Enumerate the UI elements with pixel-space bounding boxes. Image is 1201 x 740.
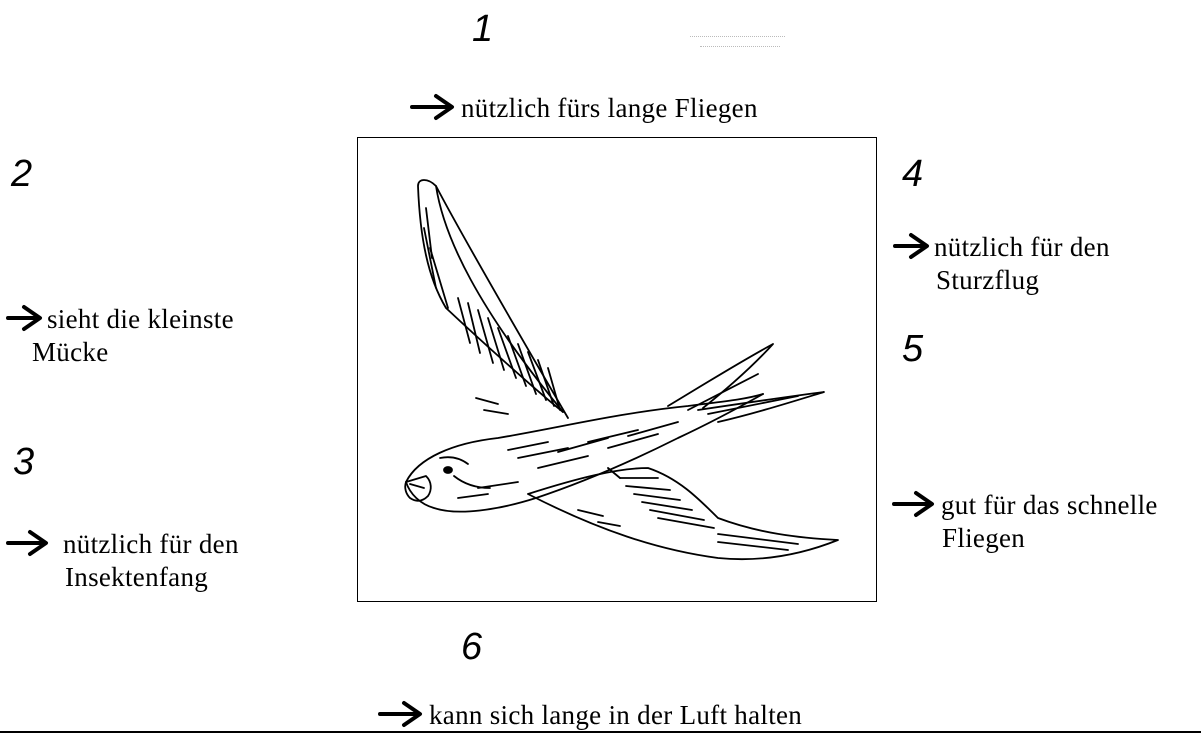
label-number-3: 3 <box>13 443 34 481</box>
annotation-4: nützlich für den Sturzflug <box>893 231 1110 297</box>
annotation-6-overlay <box>378 699 823 729</box>
annotation-1: nützlich fürs lange Fliegen <box>410 92 758 125</box>
annotation-2-text-line2: Mücke <box>6 337 108 367</box>
label-number-5: 5 <box>902 330 923 368</box>
scan-artifact <box>700 46 780 47</box>
swift-bird-illustration <box>358 138 875 600</box>
right-arrow-icon <box>893 232 931 260</box>
annotation-5-text-line1: gut für das schnelle <box>941 490 1158 520</box>
bird-picture-frame <box>357 137 877 602</box>
right-arrow-icon <box>410 93 458 121</box>
annotation-1-text: nützlich fürs lange Fliegen <box>461 93 758 123</box>
annotation-5-text-line2: Fliegen <box>892 523 1025 553</box>
scan-artifact <box>690 36 785 37</box>
right-arrow-icon <box>6 304 44 332</box>
bottom-rule <box>0 731 1201 733</box>
annotation-2-text-line1: sieht die kleinste <box>47 304 234 334</box>
annotation-2: sieht die kleinste Mücke <box>6 303 234 369</box>
annotation-3-text-line1: nützlich für den <box>55 529 239 559</box>
annotation-3: nützlich für den Insektenfang <box>6 528 239 594</box>
right-arrow-icon <box>892 490 938 518</box>
annotation-4-text-line1: nützlich für den <box>934 232 1110 262</box>
annotation-3-text-line2: Insektenfang <box>6 562 208 592</box>
right-arrow-icon <box>6 529 52 557</box>
label-number-1: 1 <box>472 10 493 48</box>
annotation-4-text-line2: Sturzflug <box>893 265 1039 295</box>
label-number-4: 4 <box>902 155 923 193</box>
label-number-6: 6 <box>461 628 482 666</box>
annotation-5: gut für das schnelle Fliegen <box>892 489 1158 555</box>
label-number-2: 2 <box>11 155 32 193</box>
